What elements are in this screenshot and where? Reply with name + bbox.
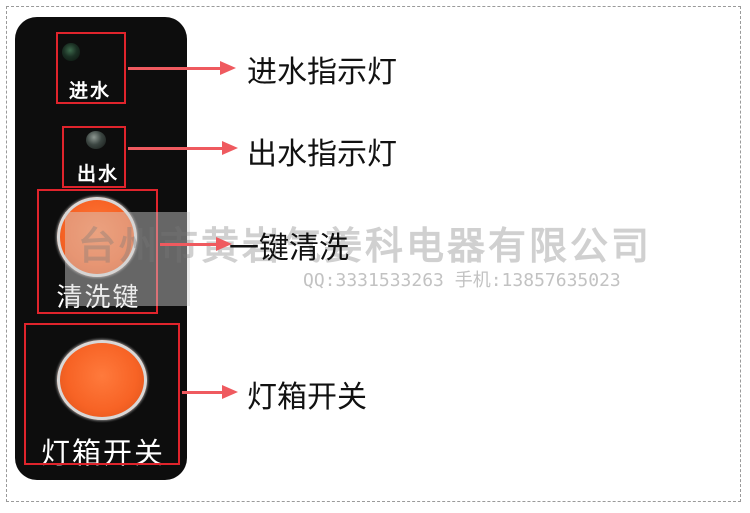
clean-key-highlight xyxy=(37,189,158,314)
watermark-company: 台州市黄岩气姜科电器有限公司 xyxy=(78,224,653,268)
water-in-led xyxy=(62,43,80,61)
water-out-led xyxy=(86,131,106,149)
water-in-highlight xyxy=(56,32,126,104)
arrow-one-key-clean xyxy=(160,237,232,251)
clean-button[interactable] xyxy=(57,197,137,277)
callout-one-key-clean: 一键清洗 xyxy=(229,231,349,266)
arrow-lightbox-switch xyxy=(182,385,238,399)
water-out-highlight xyxy=(62,126,126,188)
callout-water-in-indicator: 进水指示灯 xyxy=(247,55,397,90)
watermark-contact: QQ:3331533263 手机:13857635023 xyxy=(303,270,621,291)
arrow-water-in xyxy=(128,61,236,75)
clean-key-label: 清洗键 xyxy=(56,283,141,313)
water-out-label: 出水 xyxy=(76,163,119,185)
arrow-water-out xyxy=(128,141,238,155)
callout-water-out-indicator: 出水指示灯 xyxy=(247,137,397,172)
callout-lightbox-switch: 灯箱开关 xyxy=(247,380,367,415)
water-in-label: 进水 xyxy=(68,80,111,102)
dashed-frame xyxy=(6,6,741,502)
watermark-band xyxy=(65,212,190,306)
lightbox-switch-button[interactable] xyxy=(57,340,147,420)
lightbox-switch-highlight xyxy=(24,323,180,465)
